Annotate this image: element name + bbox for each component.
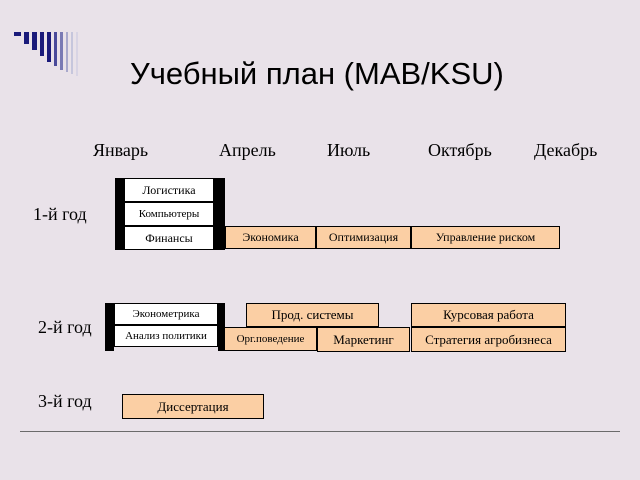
course-dissertation: Диссертация: [122, 394, 264, 419]
year1-bracket-right: [214, 178, 225, 250]
course-policy-analysis: Анализ политики: [114, 325, 218, 347]
year-3-label: 3-й год: [38, 391, 92, 411]
course-marketing: Маркетинг: [317, 327, 410, 352]
bottom-rule: [20, 431, 620, 432]
month-july: Июль: [327, 140, 371, 160]
year-1-label: 1-й год: [33, 204, 87, 224]
course-econometrics: Эконометрика: [114, 303, 218, 325]
course-coursework: Курсовая работа: [411, 303, 566, 327]
year1-bracket-left: [115, 178, 124, 250]
course-economics: Экономика: [225, 226, 316, 249]
year2-bracket-right: [218, 303, 225, 351]
page-title: Учебный план (MAB/KSU): [130, 56, 504, 91]
month-january: Январь: [93, 140, 149, 160]
month-october: Октябрь: [428, 140, 492, 160]
course-agribusiness-strategy: Стратегия агробизнеса: [411, 327, 566, 352]
course-production-systems: Прод. системы: [246, 303, 379, 327]
course-computers: Компьютеры: [124, 202, 214, 226]
decorative-stripes: [14, 32, 78, 76]
course-logistics: Логистика: [124, 178, 214, 202]
month-december: Декабрь: [534, 140, 598, 160]
year-2-label: 2-й год: [38, 317, 92, 337]
course-risk-management: Управление риском: [411, 226, 560, 249]
course-finance: Финансы: [124, 226, 214, 250]
month-april: Апрель: [219, 140, 276, 160]
course-optimization: Оптимизация: [316, 226, 411, 249]
course-org-behavior: Орг.поведение: [224, 327, 317, 351]
year2-bracket-left: [105, 303, 114, 351]
